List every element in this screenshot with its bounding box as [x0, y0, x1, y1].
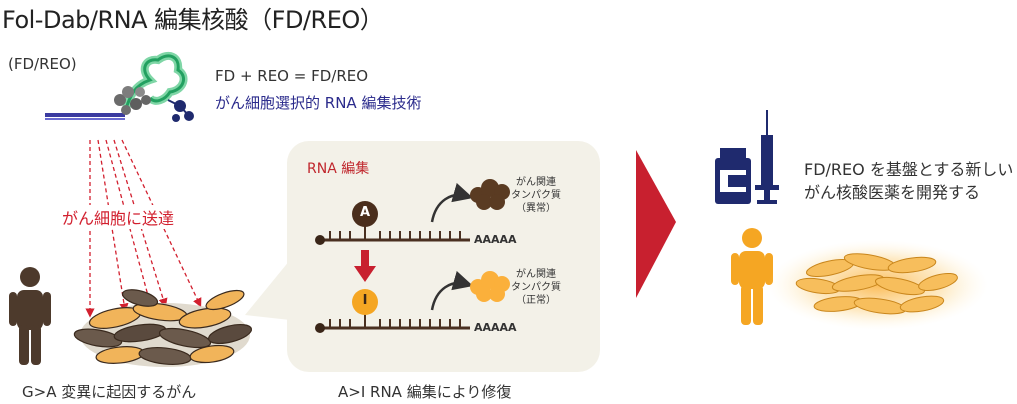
- base-i-marker: [352, 289, 378, 315]
- cancer-cell-cluster: [73, 289, 253, 367]
- abnormal-protein-icon: [470, 179, 510, 210]
- page-title: Fol-Dab/RNA 編集核酸（FD/REO）: [2, 6, 384, 34]
- healthy-cell-cluster: [768, 240, 988, 330]
- normal-protein-line1: がん関連: [516, 269, 556, 280]
- vial-icon: [715, 148, 751, 204]
- development-text: FD/REO を基盤とする新しい がん核酸医薬を開発する: [804, 158, 1014, 204]
- abnormal-protein-line3: （異常）: [516, 203, 556, 214]
- healthy-person-icon: [731, 228, 773, 325]
- abnormal-protein-label: がん関連 タンパク質 （異常）: [500, 176, 572, 215]
- patient-icon: [9, 267, 51, 365]
- normal-protein-label: がん関連 タンパク質 （正常）: [500, 268, 572, 307]
- fdreo-molecule-icon: [45, 51, 194, 122]
- poly-a-tail-abnormal: AAAAA: [474, 233, 517, 246]
- base-a-label: A: [359, 205, 371, 220]
- technology-text: がん細胞選択的 RNA 編集技術: [215, 94, 422, 112]
- left-caption: G>A 変異に起因するがん: [22, 383, 197, 401]
- normal-protein-line3: （正常）: [516, 295, 556, 306]
- panel-title: RNA 編集: [307, 161, 370, 177]
- panel-caption: A>I RNA 編集により修復: [338, 383, 512, 401]
- base-a-marker: [352, 201, 378, 227]
- poly-a-tail-normal: AAAAA: [474, 321, 517, 334]
- editing-arrow: [354, 250, 376, 282]
- abnormal-protein-line1: がん関連: [516, 177, 556, 188]
- molecule-label: (FD/REO): [8, 55, 77, 73]
- progress-arrow: [636, 150, 676, 298]
- translation-arrow-abnormal: [430, 182, 474, 223]
- base-i-label: I: [362, 293, 368, 308]
- equation-text: FD + REO = FD/REO: [215, 67, 369, 85]
- rna-strand-normal: [315, 289, 470, 333]
- rna-strand-abnormal: [315, 201, 470, 245]
- normal-protein-icon: [470, 271, 510, 302]
- rna-editing-panel: [287, 141, 600, 372]
- delivery-label: がん細胞に送達: [60, 205, 177, 229]
- development-line2: がん核酸医薬を開発する: [804, 183, 981, 202]
- development-line1: FD/REO を基盤とする新しい: [804, 160, 1014, 179]
- syringe-icon: [755, 110, 779, 204]
- abnormal-protein-line2: タンパク質: [511, 190, 561, 201]
- callout-pointer: [245, 260, 290, 320]
- translation-arrow-normal: [430, 270, 474, 311]
- normal-protein-line2: タンパク質: [511, 282, 561, 293]
